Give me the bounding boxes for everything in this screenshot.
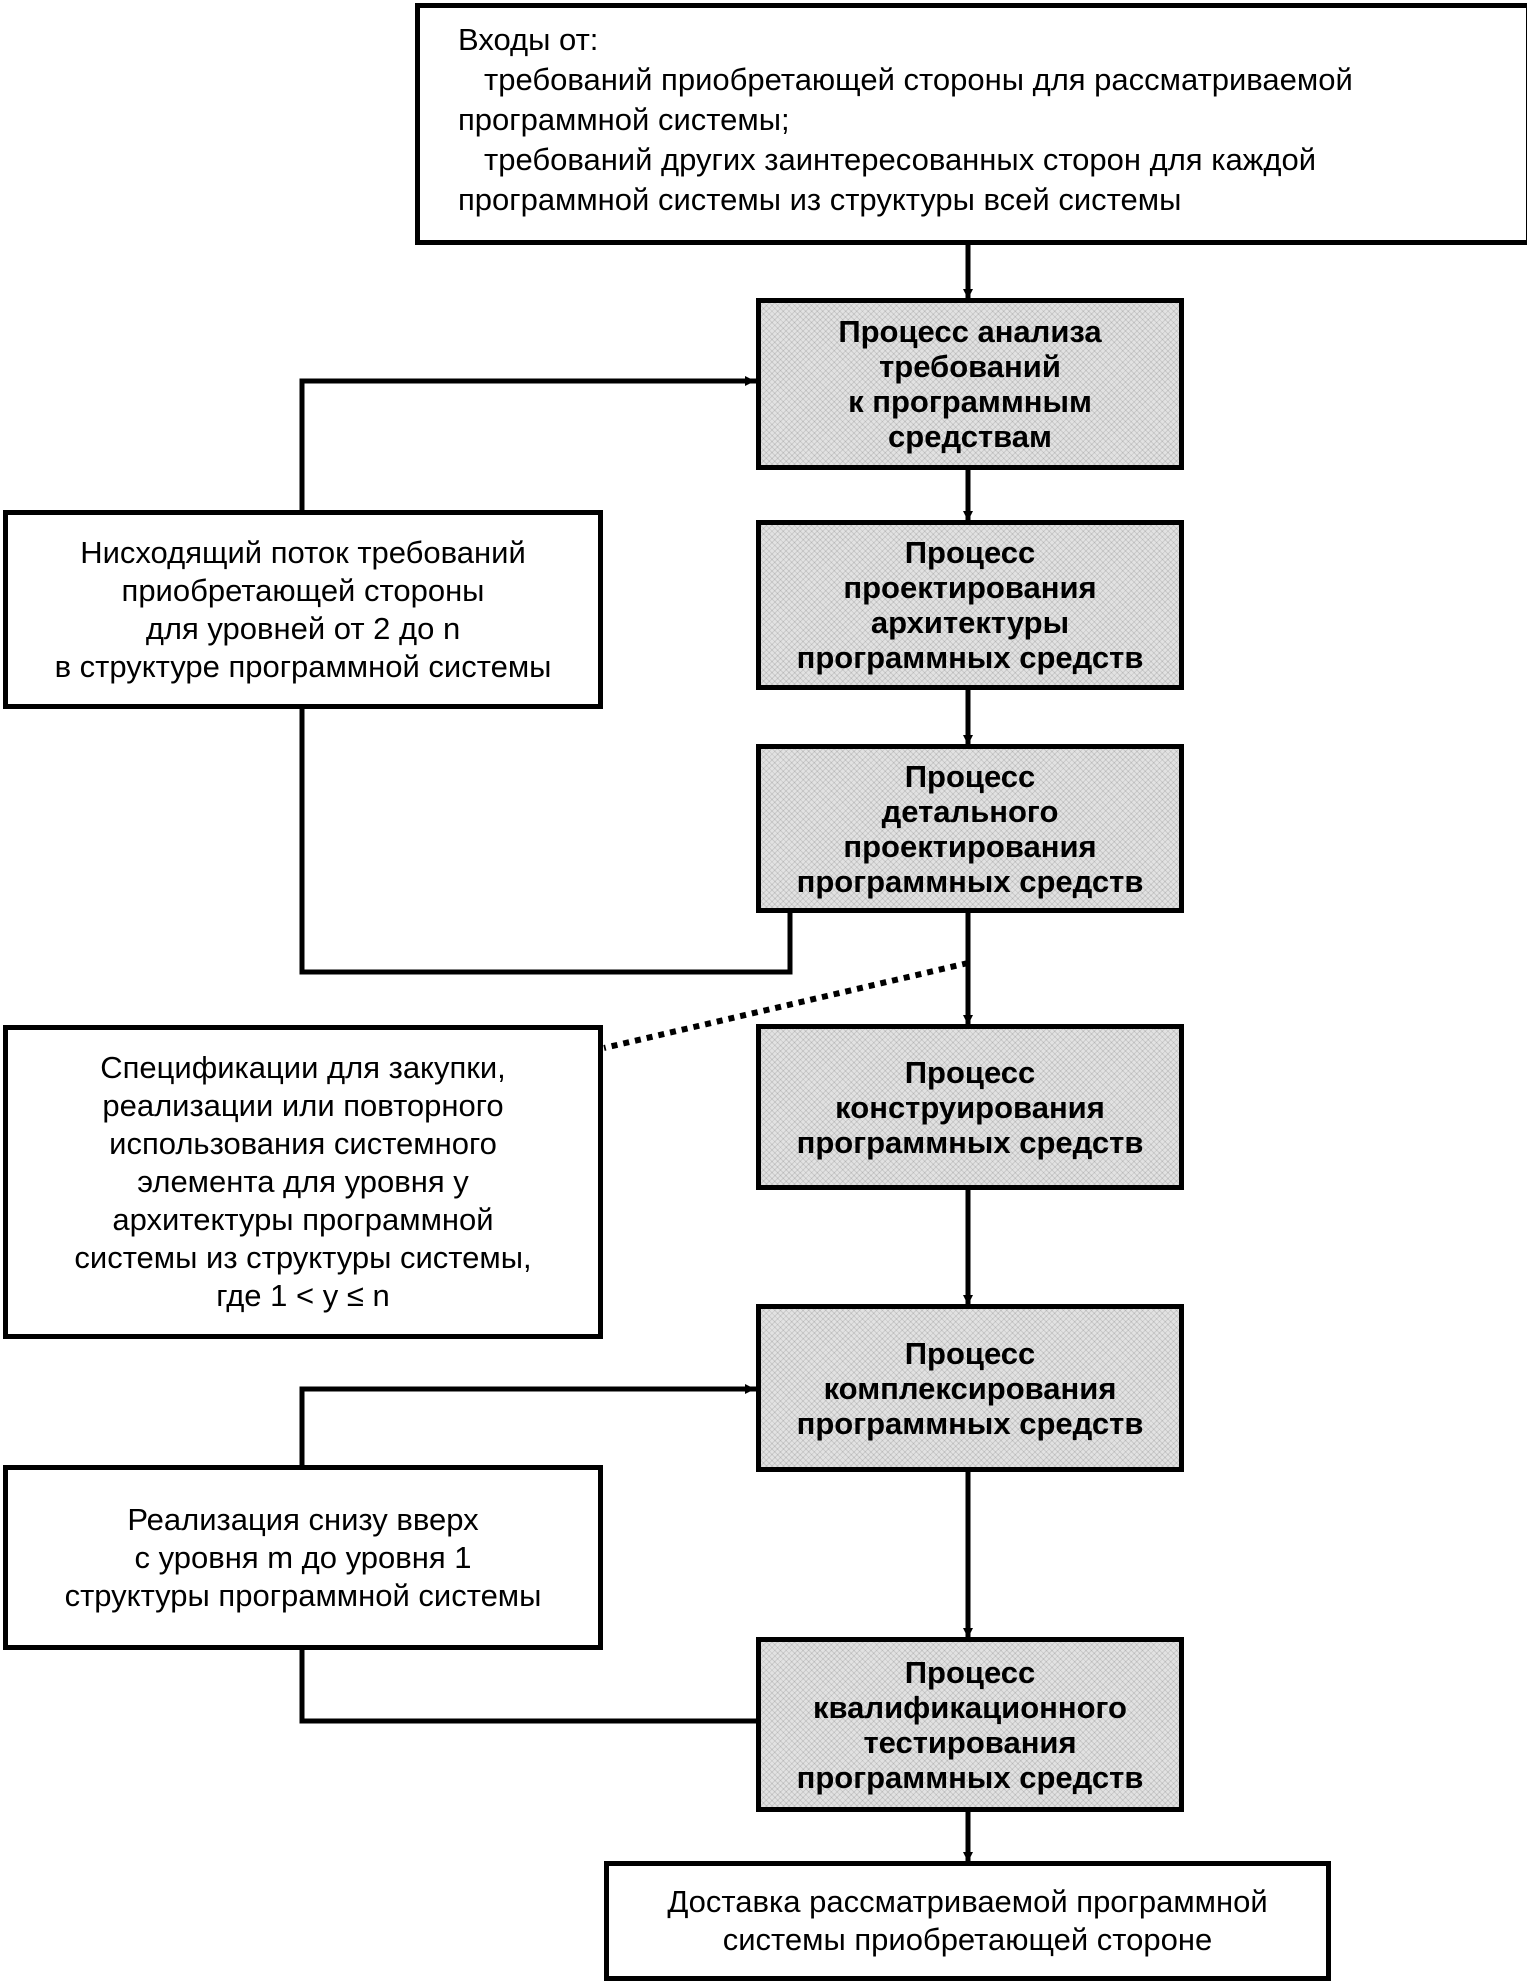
process-requirements-analysis: Процесс анализа требований к программным… <box>756 298 1184 470</box>
process-qualification-testing: Процесс квалификационного тестирования п… <box>756 1637 1184 1812</box>
loop-bottomup-to-integration <box>299 1384 757 1468</box>
loop-qualification-to-bottomup <box>299 1647 759 1724</box>
note-downflow: Нисходящий поток требований приобретающе… <box>3 510 603 709</box>
process-integration: Процесс комплексирования программных сре… <box>756 1304 1184 1472</box>
inputs-line: программной системы из структуры всей си… <box>458 182 1182 217</box>
note-bottom-up: Реализация снизу вверх с уровня m до уро… <box>3 1465 603 1650</box>
delivery-box: Доставка рассматриваемой программной сис… <box>604 1861 1331 1981</box>
inputs-line: программной системы; <box>458 102 790 137</box>
note-specifications: Спецификации для закупки, реализации или… <box>3 1025 603 1339</box>
process-detailed-design: Процесс детального проектирования програ… <box>756 744 1184 913</box>
inputs-line: требований других заинтересованных сторо… <box>484 142 1317 177</box>
inputs-box: Входы от: требований приобретающей сторо… <box>415 3 1527 245</box>
dotted-link-specifications <box>603 960 969 1051</box>
loop-downflow-to-analysis <box>299 376 757 513</box>
process-construction: Процесс конструирования программных сред… <box>756 1024 1184 1190</box>
inputs-heading: Входы от: <box>458 22 599 57</box>
loop-detailed-to-downflow <box>299 706 793 975</box>
process-architectural-design: Процесс проектирования архитектуры прогр… <box>756 520 1184 690</box>
inputs-line: требований приобретающей стороны для рас… <box>484 62 1353 97</box>
